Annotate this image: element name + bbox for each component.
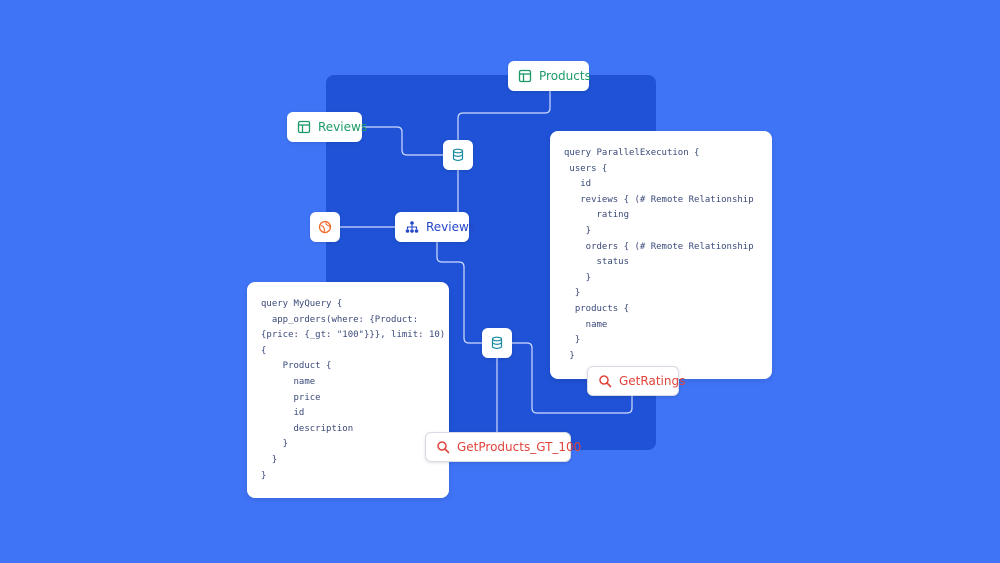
products-label: Products bbox=[539, 69, 591, 83]
code-line: query MyQuery { bbox=[261, 299, 343, 309]
search-icon bbox=[436, 440, 450, 454]
connector-reviews-db bbox=[361, 126, 444, 156]
code-line: } bbox=[564, 350, 575, 361]
database-icon bbox=[451, 148, 465, 162]
code-line: id bbox=[564, 179, 592, 190]
code-line: query ParallelExecution { bbox=[564, 148, 700, 158]
get-ratings-label: GetRatings bbox=[619, 374, 686, 388]
code-line: } bbox=[564, 272, 592, 283]
remote-schema-icon bbox=[318, 220, 332, 234]
code-line: } bbox=[261, 439, 289, 450]
get-products-label: GetProducts_GT_100 bbox=[457, 440, 582, 454]
get-ratings-node[interactable]: GetRatings bbox=[587, 366, 685, 396]
code-line: orders { (# Remote Relationship bbox=[564, 241, 754, 252]
table-icon bbox=[297, 120, 311, 134]
database-icon bbox=[490, 336, 504, 350]
code-line: id bbox=[261, 408, 305, 419]
code-line: description bbox=[261, 423, 354, 434]
search-icon bbox=[598, 374, 612, 388]
reviews-table-label: Reviews bbox=[318, 120, 368, 134]
connector-graph-db bbox=[436, 241, 482, 344]
code-line: } bbox=[564, 288, 581, 299]
right-query-card: query ParallelExecution { users { id rev… bbox=[550, 131, 772, 379]
code-line: } bbox=[261, 470, 267, 481]
reviews-table-node[interactable]: Reviews bbox=[287, 112, 367, 142]
code-line: name bbox=[261, 377, 316, 387]
code-line: Product { bbox=[261, 361, 332, 372]
code-line: products { bbox=[564, 304, 630, 314]
code-line: } bbox=[564, 226, 592, 236]
products-table-node[interactable]: Products bbox=[508, 61, 591, 91]
code-line: } bbox=[564, 335, 581, 346]
database-node-top[interactable] bbox=[443, 140, 473, 170]
table-icon bbox=[518, 69, 532, 83]
remote-schema-node[interactable] bbox=[310, 212, 340, 242]
database-node-bottom[interactable] bbox=[482, 328, 512, 358]
connector-db-getratings bbox=[512, 342, 633, 414]
code-line: price bbox=[261, 392, 321, 403]
reviews-graph-node[interactable]: Reviews bbox=[395, 212, 475, 242]
get-products-node[interactable]: GetProducts_GT_100 bbox=[425, 432, 581, 462]
code-line: name bbox=[564, 319, 608, 330]
connector-products-db bbox=[457, 88, 551, 142]
code-line: status bbox=[564, 257, 630, 268]
hierarchy-icon bbox=[405, 220, 419, 234]
code-line: { bbox=[261, 345, 267, 356]
code-line: {price: {_gt: "100"}}}, limit: 10) bbox=[261, 330, 446, 341]
code-line: } bbox=[261, 455, 278, 465]
code-line: reviews { (# Remote Relationship bbox=[564, 194, 754, 205]
code-line: rating bbox=[564, 210, 630, 221]
code-line: app_orders(where: {Product: bbox=[261, 314, 419, 325]
code-line: users { bbox=[564, 163, 608, 174]
left-query-card: query MyQuery { app_orders(where: {Produ… bbox=[247, 282, 449, 498]
reviews-graph-label: Reviews bbox=[426, 220, 476, 234]
